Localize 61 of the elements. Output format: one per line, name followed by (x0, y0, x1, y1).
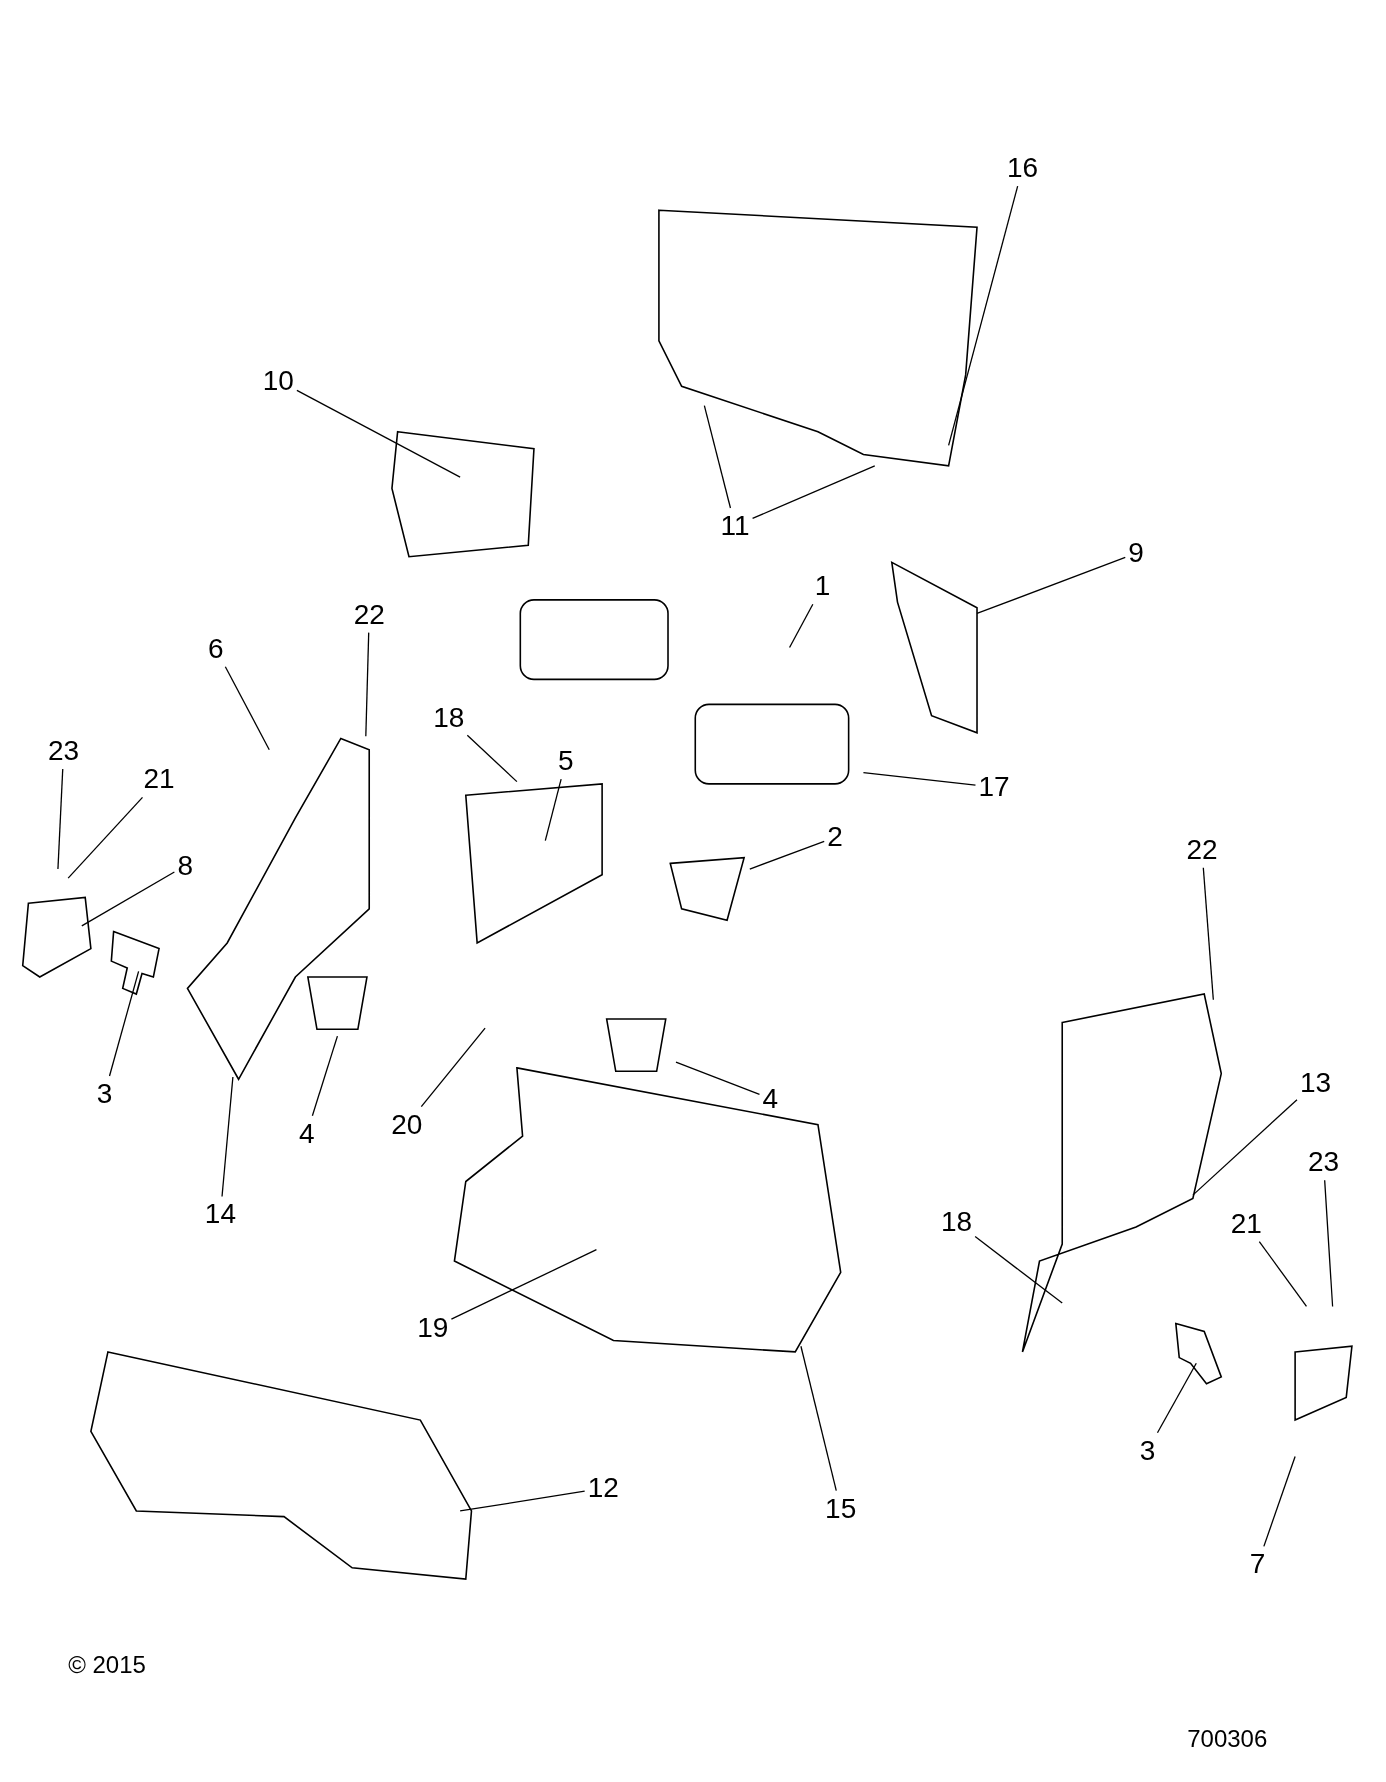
leader-line (788, 603, 814, 649)
leader-line (67, 796, 144, 879)
callout-number: 1 (814, 571, 831, 602)
leader-line (1202, 867, 1214, 1001)
callout-number: 18 (941, 1207, 973, 1238)
leader-line (1156, 1362, 1197, 1434)
callout-number: 3 (96, 1079, 113, 1109)
leader-line (108, 970, 140, 1077)
leader-line (703, 404, 732, 509)
drawing-number: 700306 (1187, 1724, 1268, 1753)
callout-number: 6 (208, 633, 224, 664)
leader-line (466, 734, 518, 783)
leader-line (947, 185, 1019, 446)
leader-line (1324, 1179, 1334, 1308)
leader-line (1192, 1099, 1298, 1196)
callout-number: 23 (48, 735, 80, 766)
callout-number: 5 (557, 746, 574, 777)
callout-number: 4 (298, 1118, 315, 1149)
callout-number: 22 (1186, 834, 1218, 865)
leader-line (800, 1345, 837, 1492)
leader-line (751, 465, 876, 520)
leader-line (544, 778, 562, 842)
leader-line (1258, 1240, 1308, 1308)
leader-line (296, 389, 461, 478)
copyright-notice: © 2015 (68, 1650, 146, 1679)
callout-number: 11 (720, 511, 750, 541)
leader-line (450, 1249, 598, 1320)
callout-number: 4 (762, 1083, 779, 1114)
leader-line (1263, 1455, 1296, 1547)
leader-line (311, 1035, 339, 1117)
leader-line (221, 1076, 234, 1198)
callout-number: 7 (1249, 1549, 1266, 1580)
leader-line (365, 631, 370, 737)
leader-line (675, 1061, 761, 1096)
callout-number: 21 (143, 764, 175, 795)
callout-number: 16 (1006, 153, 1039, 184)
leader-line (57, 768, 64, 870)
callout-number: 15 (825, 1493, 857, 1524)
leader-line (976, 556, 1126, 615)
callout-number: 12 (587, 1473, 619, 1504)
callout-number: 21 (1230, 1208, 1262, 1239)
callout-number: 8 (177, 850, 193, 881)
callout-number: 20 (391, 1109, 423, 1140)
callout-number: 10 (262, 365, 294, 396)
callout-number: 2 (827, 822, 843, 853)
callout-number: 14 (204, 1199, 236, 1230)
leader-line (224, 666, 270, 751)
leader-line (862, 771, 977, 786)
callout-number: 18 (433, 703, 465, 733)
callout-number: 13 (1300, 1067, 1332, 1098)
callout-number: 23 (1307, 1147, 1340, 1178)
leader-line (459, 1490, 586, 1512)
leader-line (81, 871, 176, 927)
leader-line (749, 840, 825, 870)
callout-number: 3 (1139, 1435, 1156, 1466)
leader-line (420, 1027, 486, 1108)
callout-number: 17 (978, 772, 1010, 803)
callout-number: 9 (1128, 538, 1144, 569)
leader-line (974, 1235, 1063, 1304)
callout-number: 19 (417, 1313, 449, 1344)
callout-number: 22 (353, 599, 385, 630)
